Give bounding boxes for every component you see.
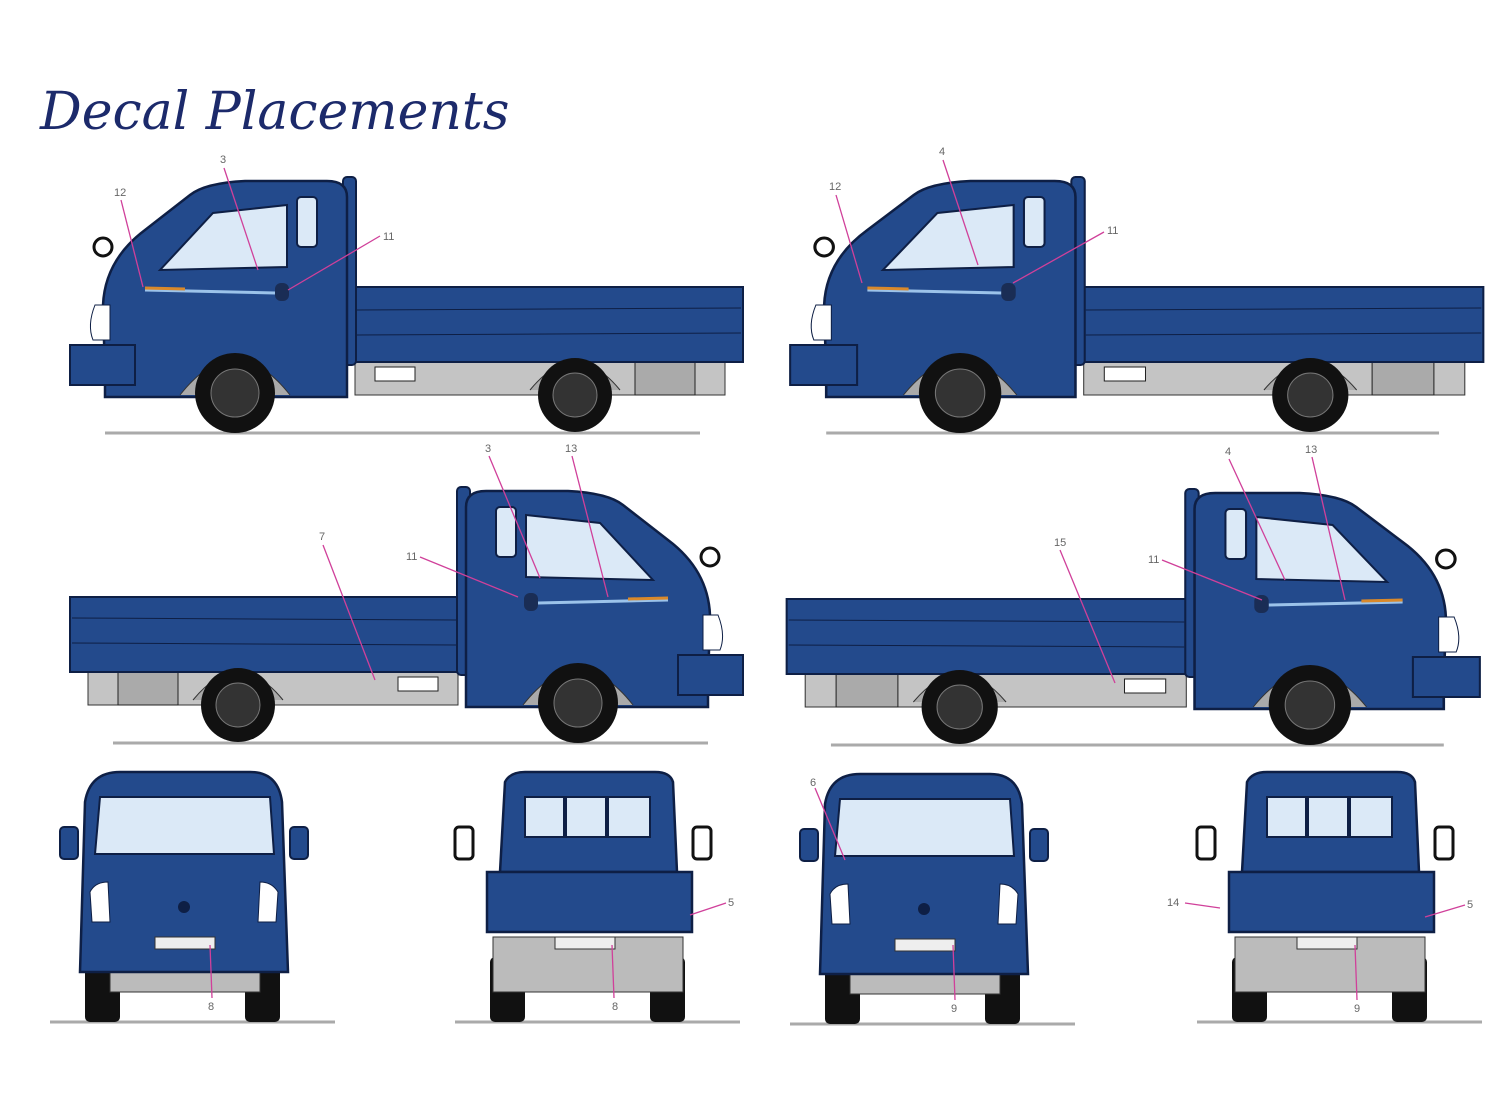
svg-text:5: 5 [1467, 899, 1473, 911]
truck-left-side-super [788, 175, 1485, 435]
svg-text:5: 5 [728, 897, 734, 909]
svg-text:6: 6 [810, 777, 816, 789]
callouts-front-super: 6 9 [810, 777, 957, 1015]
svg-text:13: 13 [1305, 444, 1317, 456]
truck-right-side-super [785, 487, 1482, 747]
truck-rear-standard [453, 770, 742, 1024]
svg-text:8: 8 [208, 1001, 214, 1013]
svg-text:11: 11 [1107, 225, 1118, 237]
callouts-left-side-super: 4 12 11 [829, 146, 1118, 284]
svg-text:3: 3 [485, 443, 491, 455]
svg-text:3: 3 [220, 154, 226, 166]
svg-text:12: 12 [114, 187, 126, 199]
svg-text:11: 11 [406, 551, 417, 563]
truck-front-standard [48, 770, 337, 1024]
svg-text:14: 14 [1167, 897, 1179, 909]
callouts-front-standard: 8 [208, 944, 214, 1013]
svg-text:15: 15 [1054, 537, 1066, 549]
svg-text:9: 9 [951, 1003, 957, 1015]
callouts-right-side-standard: 3 13 7 11 [319, 443, 609, 681]
svg-text:12: 12 [829, 181, 841, 193]
callouts-rear-standard: 5 8 [611, 897, 734, 1013]
svg-text:11: 11 [383, 231, 394, 243]
truck-front-super [788, 772, 1077, 1026]
svg-text:4: 4 [1225, 446, 1231, 458]
truck-rear-super [1195, 770, 1484, 1024]
callouts-right-side-super: 4 13 15 11 [1054, 444, 1346, 684]
truck-right-side-standard [68, 485, 745, 745]
truck-left-side-standard [68, 175, 745, 435]
svg-text:7: 7 [319, 531, 325, 543]
callouts-rear-super: 14 5 9 [1167, 897, 1473, 1015]
callouts-left-side-standard: 3 12 11 [114, 154, 394, 291]
svg-text:4: 4 [939, 146, 945, 158]
svg-text:11: 11 [1148, 554, 1159, 566]
svg-text:8: 8 [612, 1001, 618, 1013]
page-title: Decal Placements [40, 82, 510, 142]
svg-text:9: 9 [1354, 1003, 1360, 1015]
svg-text:13: 13 [565, 443, 577, 455]
